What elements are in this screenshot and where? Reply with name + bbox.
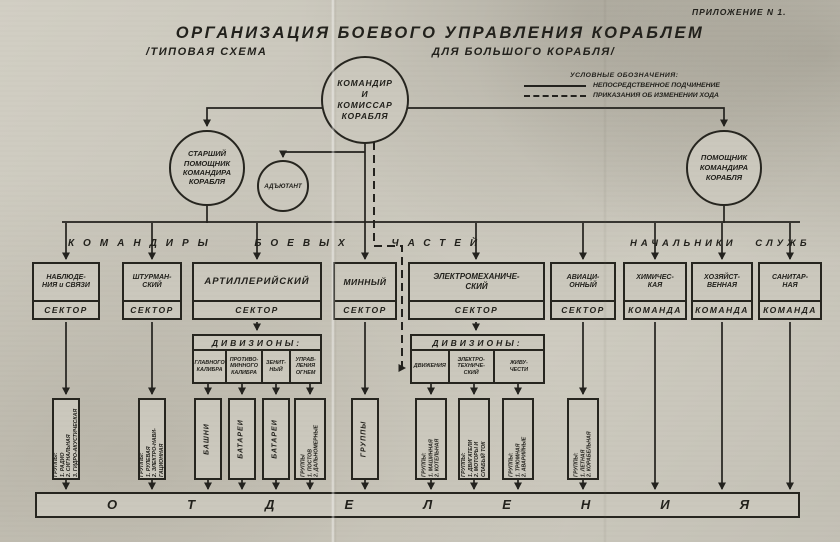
divisions-box-electromechanical: ДИВИЗИОНЫ: ДВИЖЕНИЯ ЭЛЕКТРО- ТЕХНИЧЕ- СК… [410,334,545,384]
divisions-box-artillery: ДИВИЗИОНЫ: ГЛАВНОГО КАЛИБРА ПРОТИВО- МИН… [192,334,322,384]
division-cell: ЭЛЕКТРО- ТЕХНИЧЕ- СКИЙ [447,351,493,382]
detachments-bar: ОТДЕЛЕНИЯ [35,492,800,518]
team-type: КОМАНДА [625,300,685,318]
division-cell: ГЛАВНОГО КАЛИБРА [194,360,225,373]
sector-name: ЭЛЕКТРОМЕХАНИЧЕ- СКИЙ [433,272,520,291]
adjutant-circle: АДЪЮТАНТ [257,160,309,212]
unit-box-batteries-2: БАТАРЕИ [262,398,290,480]
sector-name: АРТИЛЛЕРИЙСКИЙ [204,276,310,288]
team-name: САНИТАР- НАЯ [771,273,809,289]
unit-label: ГРУППЫ: 1. ДВИГАТЕЛИ 2. МОТОРЫ И СЛАБЫЙ … [461,439,487,477]
sector-name: НАБЛЮДЕ- НИЯ и СВЯЗИ [42,273,90,289]
sector-type: СЕКТОР [124,300,180,318]
diagram-subtitle-left: /ТИПОВАЯ СХЕМА [146,46,268,58]
legend-item-label: ПРИКАЗАНИЯ ОБ ИЗМЕНЕНИИ ХОДА [593,91,719,99]
legend-item-label: НЕПОСРЕДСТВЕННОЕ ПОДЧИНЕНИЕ [593,81,720,89]
legend: УСЛОВНЫЕ ОБОЗНАЧЕНИЯ: НЕПОСРЕДСТВЕННОЕ П… [524,71,744,101]
unit-label: БАШНИ [203,423,211,455]
unit-label: БАТАРЕИ [271,419,279,459]
divisions-title: ДИВИЗИОНЫ: [412,336,543,351]
unit-box-groups-engine: ГРУППЫ: 1. МАШИННАЯ 2. КОТЕЛЬНАЯ [415,398,447,480]
sector-type: СЕКТОР [552,300,614,318]
assistant-circle: ПОМОЩНИК КОМАНДИРА КОРАБЛЯ [686,130,762,206]
division-cell: УПРАВ- ЛЕНИЯ ОГНЕМ [289,351,320,382]
unit-label: БАТАРЕИ [237,419,245,459]
unit-label: ГРУППЫ [360,420,368,458]
unit-label: ГРУППЫ: 1. РУЛЕВАЯ 2. ЭЛЕКТРО-НАВИ- ГАЦИ… [139,428,165,477]
division-cell: ДВИЖЕНИЯ [413,363,446,370]
sector-box-observation: НАБЛЮДЕ- НИЯ и СВЯЗИ СЕКТОР [32,262,100,320]
unit-label: ГРУППЫ: 1. МАШИННАЯ 2. КОТЕЛЬНАЯ [421,438,441,477]
sector-name: МИННЫЙ [343,276,387,287]
unit-box-groups-fire-control: ГРУППЫ 1. ПОСТОВ 2. ДАЛЬНОМЕРНЫЕ [294,398,326,480]
sector-box-aviation: АВИАЦИ- ОННЫЙ СЕКТОР [550,262,616,320]
division-cell: ПРОТИВО- МИННОГО КАЛИБРА [225,351,261,382]
legend-item-orders: ПРИКАЗАНИЯ ОБ ИЗМЕНЕНИИ ХОДА [524,91,744,101]
division-cell: ЗЕНИТ- НЫЙ [260,351,289,382]
sector-type: СЕКТОР [34,300,98,318]
sector-box-mine: МИННЫЙ СЕКТОР [333,262,397,320]
team-name: ХИМИЧЕС- КАЯ [636,273,674,289]
solid-line-icon [524,84,586,87]
sector-type: СЕКТОР [194,300,320,318]
section-header-service-chiefs: НАЧАЛЬНИКИ СЛУЖБ [630,238,811,249]
commander-circle: КОМАНДИР И КОМИССАР КОРАБЛЯ [321,56,409,144]
sector-type: СЕКТОР [335,300,395,318]
unit-box-groups-electric: ГРУППЫ: 1. ДВИГАТЕЛИ 2. МОТОРЫ И СЛАБЫЙ … [458,398,490,480]
diagram-subtitle-right: ДЛЯ БОЛЬШОГО КОРАБЛЯ/ [432,46,616,58]
unit-label: ГРУППЫ: 1. ТРЮМНАЯ 2. АВАРИЙНЫЕ [508,436,528,477]
unit-box-groups-comms: ГРУППЫ: 1. РАДИО 2. СИГНАЛЬНАЯ 3. ГИДРО-… [52,398,80,480]
dashed-line-icon [524,94,586,97]
sector-box-artillery: АРТИЛЛЕРИЙСКИЙ СЕКТОР [192,262,322,320]
legend-title: УСЛОВНЫЕ ОБОЗНАЧЕНИЯ: [570,72,679,79]
unit-label: ГРУППЫ: 1. РАДИО 2. СИГНАЛЬНАЯ 3. ГИДРО-… [53,408,79,477]
team-box-medical: САНИТАР- НАЯ КОМАНДА [758,262,822,320]
diagram-title: ОРГАНИЗАЦИЯ БОЕВОГО УПРАВЛЕНИЯ КОРАБЛЕМ [175,24,705,42]
divisions-title: ДИВИЗИОНЫ: [194,336,320,351]
unit-box-batteries-1: БАТАРЕИ [228,398,256,480]
unit-box-groups-damage-control: ГРУППЫ: 1. ТРЮМНАЯ 2. АВАРИЙНЫЕ [502,398,534,480]
team-box-chemical: ХИМИЧЕС- КАЯ КОМАНДА [623,262,687,320]
section-header-combat-commanders: КОМАНДИРЫ БОЕВЫХ ЧАСТЕЙ [68,238,487,249]
unit-box-groups-navigation: ГРУППЫ: 1. РУЛЕВАЯ 2. ЭЛЕКТРО-НАВИ- ГАЦИ… [138,398,166,480]
team-type: КОМАНДА [760,300,820,318]
unit-label: ГРУППЫ 1. ПОСТОВ 2. ДАЛЬНОМЕРНЫЕ [300,425,320,477]
legend-item-direct: НЕПОСРЕДСТВЕННОЕ ПОДЧИНЕНИЕ [524,81,744,91]
sector-box-electromechanical: ЭЛЕКТРОМЕХАНИЧЕ- СКИЙ СЕКТОР [408,262,545,320]
appendix-label: ПРИЛОЖЕНИЕ N 1. [692,7,787,17]
unit-box-turrets: БАШНИ [194,398,222,480]
sector-name: ШТУРМАН- СКИЙ [132,273,172,289]
sector-type: СЕКТОР [410,300,543,318]
unit-box-groups-mine: ГРУППЫ [351,398,379,480]
division-cell: ЖИВУ- ЧЕСТИ [492,351,543,382]
team-type: КОМАНДА [693,300,751,318]
team-box-supply: ХОЗЯЙСТ- ВЕННАЯ КОМАНДА [691,262,753,320]
senior-assistant-circle: СТАРШИЙ ПОМОЩНИК КОМАНДИРА КОРАБЛЯ [169,130,245,206]
sector-name: АВИАЦИ- ОННЫЙ [566,273,600,289]
unit-box-groups-aviation: ГРУППЫ: 1. ЛЕТНАЯ 2. КОРАБЕЛЬНАЯ [567,398,599,480]
sector-box-navigation: ШТУРМАН- СКИЙ СЕКТОР [122,262,182,320]
unit-label: ГРУППЫ: 1. ЛЕТНАЯ 2. КОРАБЕЛЬНАЯ [573,431,593,477]
team-name: ХОЗЯЙСТ- ВЕННАЯ [704,273,740,289]
